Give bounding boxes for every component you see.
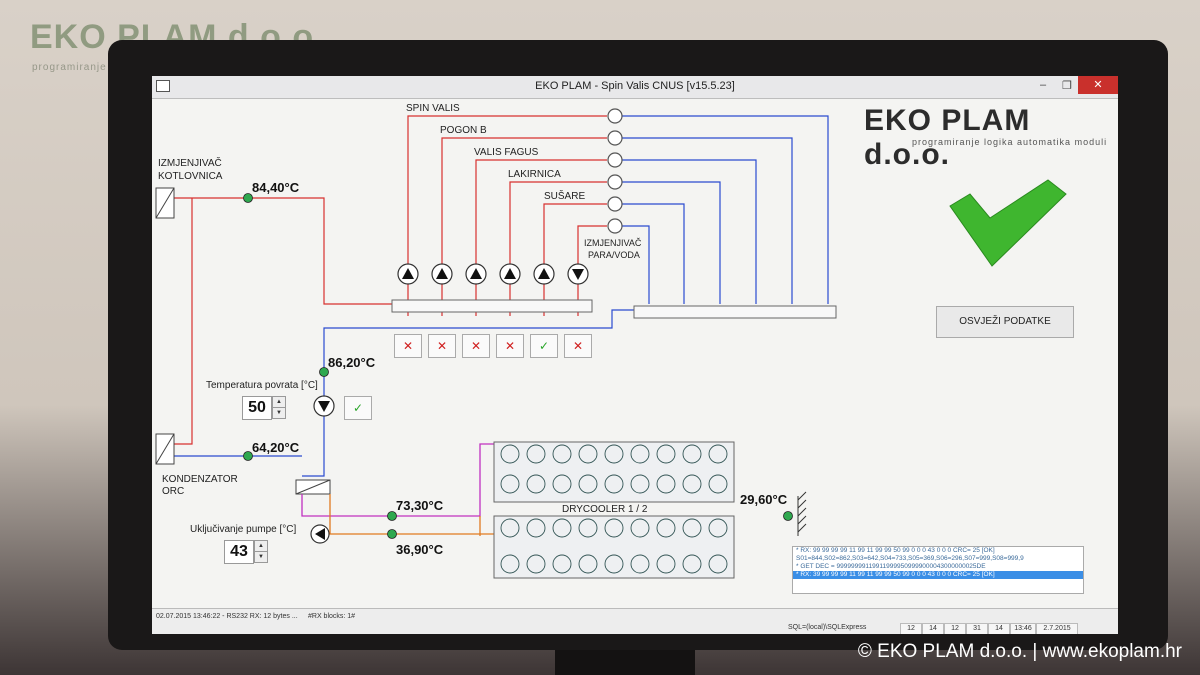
orc-pump-arrow <box>315 528 325 540</box>
log-line: S01=844,S02=862,S03=642,S04=733,S05=369,… <box>796 555 1024 562</box>
temp-supply: 84,40°C <box>252 180 300 195</box>
spin-down-icon[interactable]: ▼ <box>254 551 268 563</box>
label-drycooler: DRYCOOLER 1 / 2 <box>562 504 648 515</box>
status-cell: 14 <box>922 623 944 634</box>
log-line: * RX: 99 99 99 99 11 99 11 99 99 50 99 0… <box>796 547 995 554</box>
exchanger-kotlovnica-diagonal <box>155 187 175 219</box>
temp-condenser: 64,20°C <box>252 440 300 455</box>
monitor-stand <box>555 650 695 675</box>
photo-caption: © EKO PLAM d.o.o. | www.ekoplam.hr <box>857 641 1182 662</box>
return-manifold <box>633 305 837 319</box>
consumer-valis-fagus: VALIS FAGUS <box>474 147 539 158</box>
label-orc: ORC <box>162 486 185 497</box>
label-kotlovnica: KOTLOVNICA <box>158 171 223 182</box>
status-cell: 12 <box>900 623 922 634</box>
temp-return: 86,20°C <box>328 355 376 370</box>
pump-button-4[interactable]: ✕ <box>496 334 524 358</box>
pump-button-5[interactable]: ✓ <box>530 334 558 358</box>
pump-button-1[interactable]: ✕ <box>394 334 422 358</box>
label-kondenzator: KONDENZATOR <box>162 474 238 485</box>
temp-drycooler-out: 36,90°C <box>396 542 444 557</box>
log-line-selected: * RX: 39 99 99 99 11 99 11 99 99 50 99 0… <box>793 571 1083 579</box>
status-rs232: 02.07.2015 13:46:22 - RS232 RX: 12 bytes… <box>156 613 298 620</box>
pump-button-6[interactable]: ✕ <box>564 334 592 358</box>
app-icon <box>156 80 170 92</box>
minimize-button[interactable]: ‒ <box>1040 79 1047 91</box>
status-cell: 12 <box>944 623 966 634</box>
maximize-button[interactable]: ❐ <box>1062 80 1072 92</box>
logo-tagline: programiranje logika automatika moduli <box>912 137 1108 147</box>
pump-button-2[interactable]: ✕ <box>428 334 456 358</box>
status-rx-blocks: #RX blocks: 1# <box>308 613 356 620</box>
main-pump-button[interactable]: ✓ <box>344 396 372 420</box>
pump-button-3[interactable]: ✕ <box>462 334 490 358</box>
label-para-voda: PARA/VODA <box>588 250 640 260</box>
consumer-lakirnica: LAKIRNICA <box>508 169 561 180</box>
app-window: EKO PLAM - Spin Valis CNUS [v15.5.23] ‒ … <box>152 76 1118 634</box>
drycooler-2 <box>493 515 735 579</box>
status-date: 2.7.2015 <box>1036 623 1078 634</box>
status-time: 13:46 <box>1010 623 1036 634</box>
consumer-pogon-b: POGON B <box>440 125 487 136</box>
temperature-sensors <box>243 193 793 539</box>
consumer-pumps <box>397 263 589 285</box>
label-ukljucivanje: Uključivanje pumpe [°C] <box>190 524 297 535</box>
temp-drycooler-in: 73,30°C <box>396 498 444 513</box>
window-title: EKO PLAM - Spin Valis CNUS [v15.5.23] <box>535 80 735 92</box>
temp-povrata-value[interactable]: 50 <box>242 396 272 420</box>
title-bar: EKO PLAM - Spin Valis CNUS [v15.5.23] ‒ … <box>152 76 1118 99</box>
valves <box>607 108 623 234</box>
status-ok-checkmark <box>949 179 1067 267</box>
drycooler-1 <box>493 441 735 503</box>
ambient-hatch <box>797 491 807 536</box>
log-line: * GET DEC = 9999999911991199995099990000… <box>796 563 986 570</box>
label-izmjenjivac-2: IZMJENJIVAČ <box>584 238 642 248</box>
label-temp-povrata: Temperatura povrata [°C] <box>206 380 318 391</box>
ukljucivanje-value[interactable]: 43 <box>224 540 254 564</box>
ukljucivanje-spinner[interactable]: 43 ▲ ▼ <box>224 540 270 564</box>
status-bar: 02.07.2015 13:46:22 - RS232 RX: 12 bytes… <box>152 608 1118 634</box>
eko-plam-logo: EKO PLAM d.o.o. <box>864 104 1031 171</box>
supply-manifold <box>391 299 593 313</box>
temp-ambient: 29,60°C <box>740 492 788 507</box>
drycooler-fans <box>500 444 728 574</box>
spin-down-icon[interactable]: ▼ <box>272 407 286 419</box>
process-diagram <box>155 108 1067 579</box>
pump-arrows <box>402 268 584 280</box>
orc-loop <box>301 443 494 536</box>
exchanger-drycooler-diagonal <box>295 479 331 495</box>
close-button[interactable]: ✕ <box>1078 76 1118 94</box>
exchanger-kondenzator-diagonal <box>155 433 175 465</box>
temp-povrata-spinner[interactable]: 50 ▲ ▼ <box>242 396 288 420</box>
refresh-button[interactable]: OSVJEŽI PODATKE <box>936 306 1074 338</box>
serial-log[interactable]: * RX: 99 99 99 99 11 99 11 99 99 50 99 0… <box>792 546 1084 594</box>
label-izmjenjivac-1: IZMJENJIVAČ <box>158 158 222 169</box>
consumer-spin-valis: SPIN VALIS <box>406 103 460 114</box>
consumer-susare: SUŠARE <box>544 191 586 202</box>
status-cell: 14 <box>988 623 1010 634</box>
main-pump-arrow <box>318 401 330 412</box>
status-sql: SQL=(local)\SQLExpress <box>788 624 867 631</box>
return-lines <box>174 115 829 477</box>
status-cell: 31 <box>966 623 988 634</box>
